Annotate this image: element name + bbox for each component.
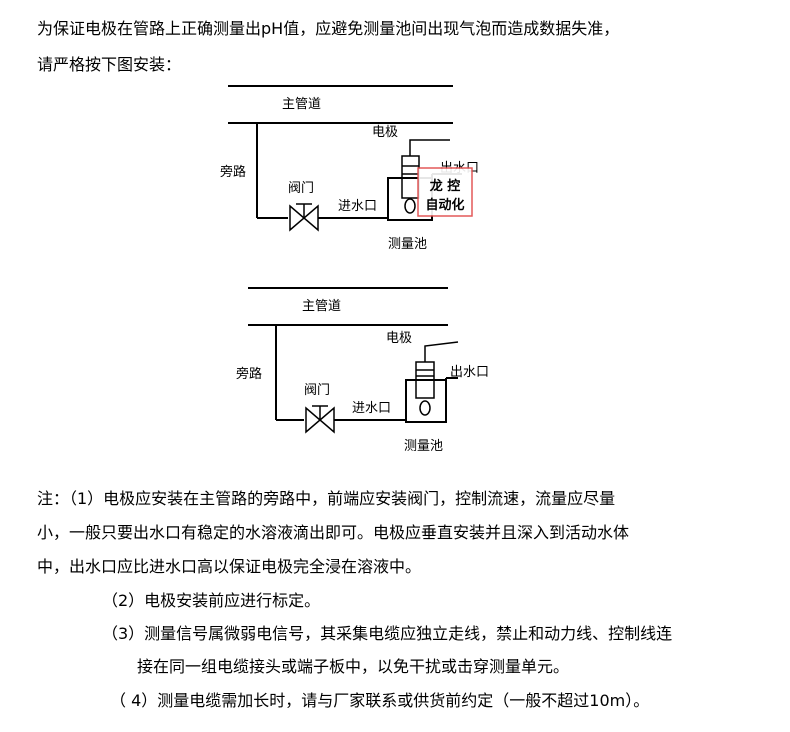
main-pipe-label: 主管道 [302, 299, 341, 314]
outlet-label: 出水口 [450, 365, 489, 380]
installation-diagram-1: 主管道 旁路 阀门 进水口 测量池 出水口 电极 龙 控 自动化 [220, 85, 479, 252]
note-3-line-1: （3）测量信号属微弱电信号，其采集电缆应独立走线，禁止和动力线、控制线连 [102, 624, 673, 643]
electrode-label: 电极 [386, 331, 412, 346]
inlet-label: 进水口 [338, 199, 377, 214]
measuring-cell-box [405, 379, 447, 423]
bypass-label: 旁路 [220, 164, 246, 180]
intro-line-1: 为保证电极在管路上正确测量出pH值，应避免测量池间出现气泡而造成数据失准， [37, 19, 620, 38]
note-3-line-2: 接在同一组电缆接头或端子板中，以免干扰或击穿测量单元。 [137, 657, 570, 676]
measuring-cell-label: 测量池 [404, 439, 443, 454]
installation-diagram-2: 主管道 旁路 阀门 进水口 测量池 出水口 电极 [236, 287, 489, 454]
bypass-label: 旁路 [236, 366, 262, 382]
watermark-line-2: 自动化 [425, 197, 464, 213]
electrode-label: 电极 [372, 125, 398, 140]
note-1-line-1: 注：（1）电极应安装在主管路的旁路中，前端应安装阀门，控制流速，流量应尽量 [37, 489, 616, 508]
valve-label: 阀门 [304, 383, 330, 398]
inlet-label: 进水口 [352, 401, 391, 416]
note-1-line-2: 小，一般只要出水口有稳定的水溶液滴出即可。电极应垂直安装并且深入到活动水体 [37, 523, 630, 542]
valve-icon [305, 405, 335, 434]
measuring-cell-label: 测量池 [388, 237, 427, 252]
note-1-line-3: 中，出水口应比进水口高以保证电极完全浸在溶液中。 [37, 557, 422, 576]
electrode-icon [415, 341, 459, 416]
valve-label: 阀门 [288, 181, 314, 196]
note-2: （2）电极安装前应进行标定。 [102, 591, 321, 610]
intro-line-2: 请严格按下图安装： [37, 55, 182, 74]
watermark-line-1: 龙 控 [430, 178, 461, 194]
valve-icon [289, 203, 319, 232]
note-4: （ 4）测量电缆需加长时，请与厂家联系或供货前约定（一般不超过10m）。 [110, 691, 650, 710]
watermark-stamp: 龙 控 自动化 [417, 167, 473, 217]
main-pipe-label: 主管道 [282, 97, 321, 112]
